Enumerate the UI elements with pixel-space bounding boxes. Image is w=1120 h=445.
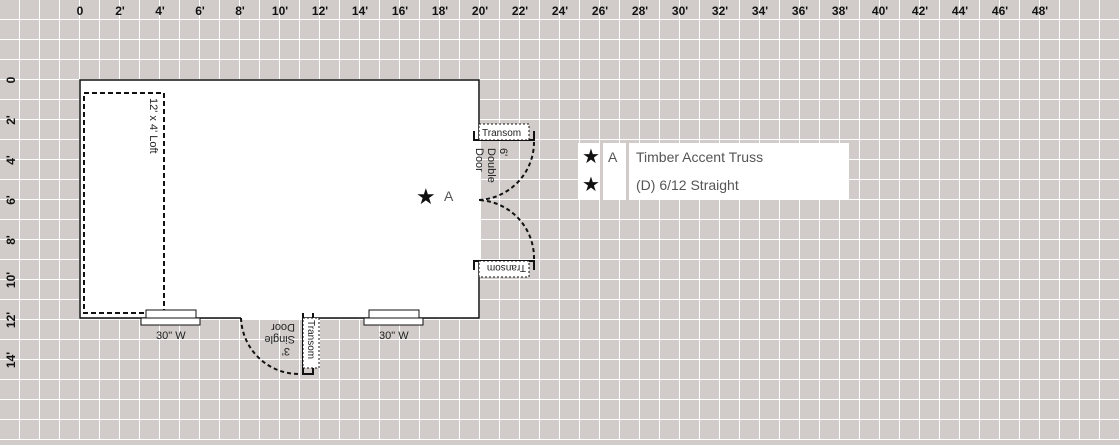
- y-tick-label: 14': [4, 352, 18, 368]
- single-door-label-2: Single: [264, 333, 295, 345]
- legend-description: Timber Accent Truss: [636, 149, 764, 165]
- legend-letter: A: [608, 149, 618, 165]
- building-outline: [79, 79, 480, 319]
- legend-divider: [600, 143, 603, 200]
- truss-legend: ★ A Timber Accent Truss ★ (D) 6/12 Strai…: [578, 143, 849, 200]
- y-tick-label: 12': [4, 312, 18, 328]
- window-right: [363, 309, 424, 326]
- y-tick-label: 8': [4, 235, 18, 245]
- x-tick-label: 46': [992, 4, 1008, 18]
- double-door-label-2: Double: [485, 148, 497, 183]
- x-tick-label: 30': [672, 4, 688, 18]
- x-tick-label: 2': [115, 4, 125, 18]
- x-tick-label: 14': [352, 4, 368, 18]
- loft-label: 12' x 4' Loft: [147, 98, 159, 154]
- x-tick-label: 24': [552, 4, 568, 18]
- y-ruler: 0 2' 4' 6' 8' 10' 12' 14': [4, 76, 18, 368]
- transom-top-label: Transom: [482, 128, 521, 139]
- x-ruler: 0 2' 4' 6' 8' 10' 12' 14' 16' 18' 20' 22' 24' 26' 28' 3…: [77, 4, 1049, 18]
- double-door: [473, 123, 536, 278]
- window-left: [140, 309, 201, 326]
- marker-a-label: A: [444, 188, 454, 204]
- window-right-label: 30" W: [379, 330, 409, 342]
- legend-row: ★ A Timber Accent Truss: [578, 143, 849, 171]
- single-door: [240, 313, 320, 376]
- star-icon: ★: [582, 146, 600, 168]
- single-door-label-1: 3': [282, 345, 290, 357]
- legend-row: ★ (D) 6/12 Straight: [578, 171, 849, 199]
- loft-outline: [83, 92, 165, 314]
- x-tick-label: 28': [632, 4, 648, 18]
- x-tick-label: 34': [752, 4, 768, 18]
- legend-description: (D) 6/12 Straight: [636, 177, 739, 193]
- x-tick-label: 36': [792, 4, 808, 18]
- x-tick-label: 38': [832, 4, 848, 18]
- x-tick-label: 26': [592, 4, 608, 18]
- star-marker-icon[interactable]: ★: [416, 184, 436, 209]
- x-tick-label: 8': [235, 4, 245, 18]
- x-tick-label: 0: [77, 4, 84, 18]
- x-tick-label: 48': [1032, 4, 1048, 18]
- x-tick-label: 32': [712, 4, 728, 18]
- x-tick-label: 22': [512, 4, 528, 18]
- x-tick-label: 40': [872, 4, 888, 18]
- x-tick-label: 20': [472, 4, 488, 18]
- y-tick-label: 6': [4, 195, 18, 205]
- legend-divider: [626, 143, 629, 200]
- y-tick-label: 2': [4, 115, 18, 125]
- transom-bottom-label: Transom: [487, 262, 526, 273]
- x-tick-label: 44': [952, 4, 968, 18]
- transom-single-label: Transom: [305, 320, 316, 359]
- star-icon: ★: [582, 174, 600, 196]
- single-door-label-3: Door: [271, 321, 295, 333]
- x-tick-label: 4': [155, 4, 165, 18]
- window-left-label: 30" W: [156, 330, 186, 342]
- y-tick-label: 0: [4, 76, 18, 83]
- x-tick-label: 6': [195, 4, 205, 18]
- x-tick-label: 16': [392, 4, 408, 18]
- y-tick-label: 4': [4, 155, 18, 165]
- x-tick-label: 18': [432, 4, 448, 18]
- y-tick-label: 10': [4, 272, 18, 288]
- double-door-label-1: 6': [497, 148, 509, 156]
- x-tick-label: 10': [272, 4, 288, 18]
- x-tick-label: 12': [312, 4, 328, 18]
- double-door-label-3: Door: [473, 148, 485, 172]
- x-tick-label: 42': [912, 4, 928, 18]
